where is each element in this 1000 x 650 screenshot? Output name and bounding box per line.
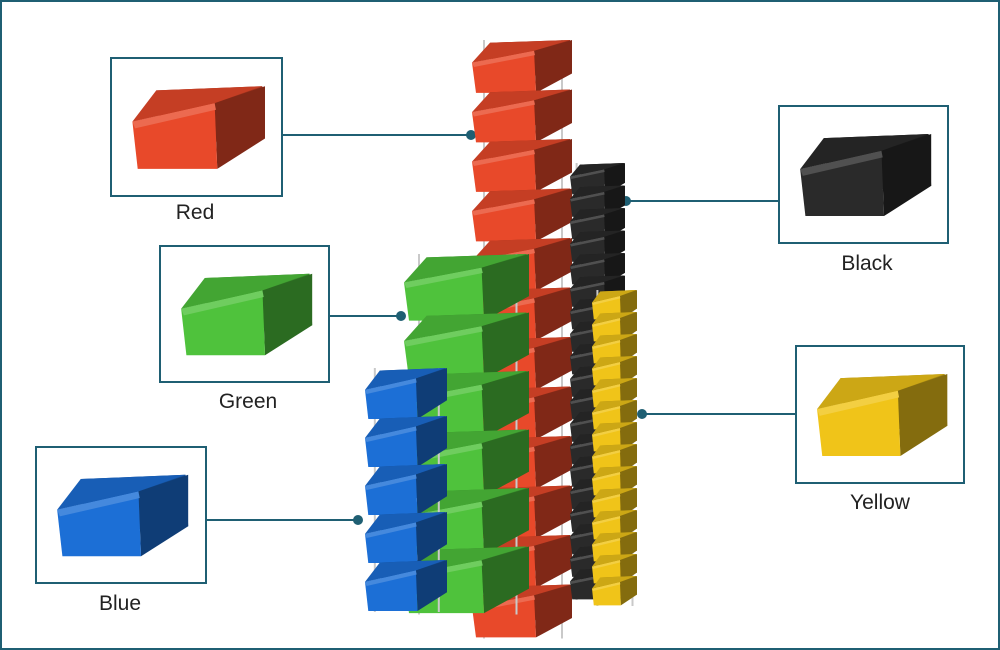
black-bin-box (778, 105, 949, 244)
yellow-bin-stack (592, 290, 637, 606)
yellow-bin-stack-bin (592, 488, 637, 518)
blue-bin-box (35, 446, 207, 584)
stacking-bin-icon (57, 474, 189, 557)
red-caption: Red (175, 201, 215, 224)
stacking-bin-icon-shape (817, 374, 948, 457)
stacking-bin-icon (181, 273, 313, 356)
yellow-bin-stack-bin (592, 312, 637, 342)
blue-bin-stack-bin (365, 512, 447, 563)
blue-bin-stack-bin (365, 368, 447, 419)
yellow-bin-stack-bin (592, 422, 637, 452)
stacking-bin-icon (817, 374, 948, 457)
green-bin-box (159, 245, 330, 383)
stacking-bin-icon (800, 134, 932, 217)
yellow-bin-stack-bin (592, 400, 637, 430)
stacking-bin-icon-shape (57, 474, 189, 557)
blue-bin-stack-bin (365, 464, 447, 515)
stacking-bin-icon-shape (800, 134, 932, 217)
red-bin-stack-bin (472, 40, 572, 93)
blue-bin-stack (365, 368, 447, 612)
black-bin-stack-bin (570, 185, 625, 217)
red-bin-stack-bin (472, 188, 572, 242)
blue-caption: Blue (98, 592, 142, 615)
stacking-bin-icon (132, 86, 265, 169)
stacking-bin-icon-shape (132, 86, 265, 169)
black-caption: Black (841, 252, 893, 275)
yellow-caption: Yellow (850, 491, 910, 514)
red-bin-stack-bin (472, 139, 572, 192)
blue-bin-stack-bin (365, 416, 447, 467)
green-caption: Green (218, 390, 278, 413)
yellow-bin-stack-bin (592, 444, 637, 474)
blue-bin-stack-bin (365, 560, 447, 611)
green-bin-stack-bin (404, 254, 529, 321)
stacking-bin-icon-shape (181, 273, 313, 356)
yellow-bin-stack-bin (592, 532, 637, 562)
yellow-bin-stack-bin (592, 576, 637, 606)
red-bin-box (110, 57, 283, 197)
yellow-bin-box (795, 345, 965, 484)
red-bin-stack-bin (472, 89, 572, 143)
yellow-bin-stack-bin (592, 466, 637, 496)
green-bin-stack-bin (404, 312, 529, 380)
